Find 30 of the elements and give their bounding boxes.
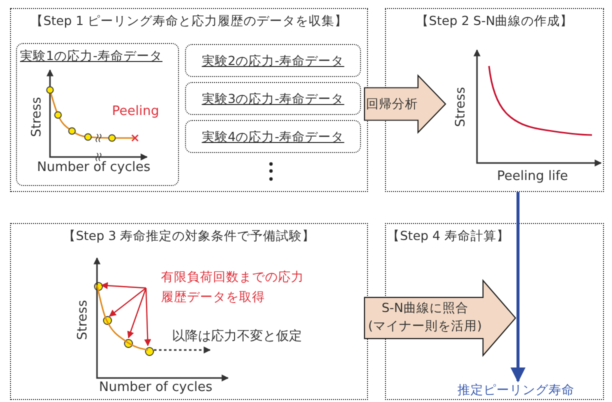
axis-label: Stress [454, 87, 468, 127]
card-heading: 実験2の応力-寿命データ [200, 53, 346, 70]
flow-arrow [510, 192, 526, 382]
peeling-label: Peeling [112, 104, 160, 119]
note-text: 以降は応力不変と仮定 [172, 328, 302, 345]
annotation-text: 有限負荷回数までの応力履歴データを取得 [161, 268, 305, 306]
step-heading: 【Step 2 S-N曲線の作成】 [414, 13, 574, 30]
axis-label: Stress [76, 300, 90, 340]
card-heading: 実験3の応力-寿命データ [200, 91, 346, 108]
arrow-label: 回帰分析 [365, 96, 419, 113]
step-heading: 【Step 4 寿命計算】 [387, 228, 510, 245]
axis-label: Peeling life [497, 169, 568, 184]
leader-arrow [144, 288, 152, 346]
data-card [185, 82, 361, 115]
data-point [144, 346, 154, 356]
step-heading: 【Step 1 ピーリング寿命と応力履歴のデータを収集】 [29, 13, 349, 30]
data-card [185, 44, 361, 77]
data-card [185, 120, 361, 153]
leader-arrow [100, 282, 146, 290]
axis-label: Number of cycles [37, 160, 150, 175]
step-heading: 【Step 3 寿命推定の対象条件で予備試験】 [62, 228, 316, 245]
result-text: 推定ピーリング寿命 [456, 382, 576, 399]
arrow-label: (マイナー則を活用) [367, 318, 483, 335]
axis-label: Stress [30, 97, 44, 137]
leader-arrow [109, 288, 146, 317]
card-heading: 実験4の応力-寿命データ [200, 129, 346, 146]
axis-label: Number of cycles [99, 380, 212, 395]
leader-arrow [127, 288, 147, 338]
arrow-label: S-N曲線に照合 [380, 300, 470, 317]
card-heading: 実験1の応力-寿命データ [20, 48, 162, 65]
